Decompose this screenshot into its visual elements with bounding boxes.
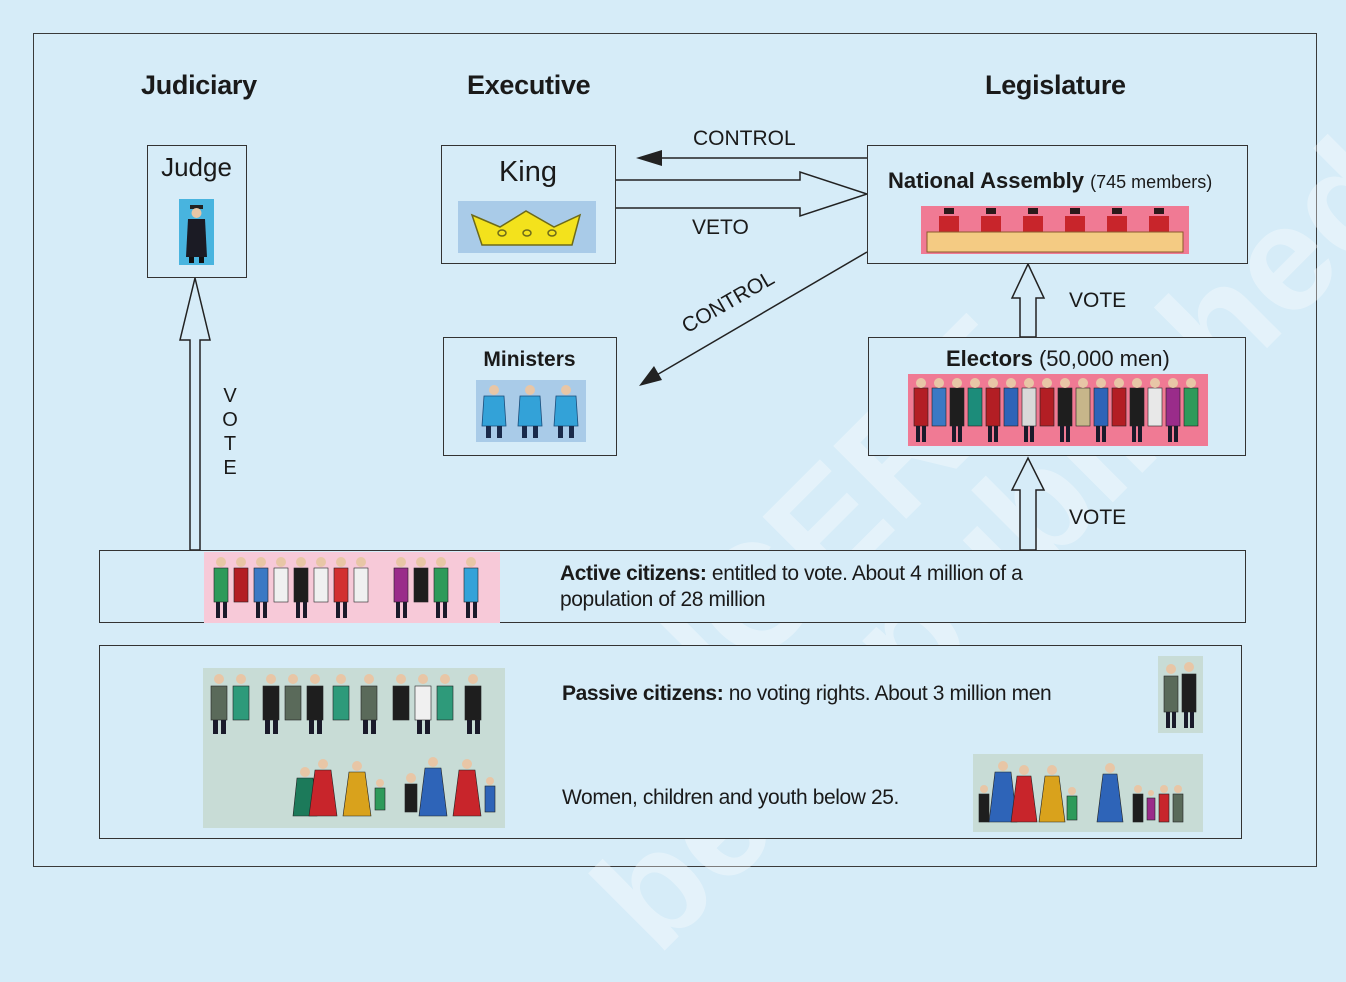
judge-figure [179, 199, 214, 265]
veto-label: VETO [692, 216, 749, 239]
connector-layer [179, 150, 1046, 551]
diagram-frame [33, 33, 1317, 867]
assembly-members [939, 216, 1169, 234]
vote-label-assembly: VOTE [1069, 289, 1127, 312]
heading-judiciary: Judiciary [141, 70, 257, 100]
vote-label-electors: VOTE [1069, 506, 1127, 529]
passive-men-figures [203, 668, 505, 828]
assembly-figures [921, 206, 1189, 254]
passive-men-figures-small [1158, 656, 1203, 733]
vote-assembly-arrow [1010, 262, 1046, 338]
control-label-top: CONTROL [693, 127, 796, 150]
electors-figures [908, 374, 1208, 446]
heading-legislature: Legislature [985, 70, 1126, 100]
women-children-text: Women, children and youth below 25. [562, 786, 899, 809]
passive-citizens-box: Passive citizens: no voting rights. Abou… [99, 645, 1242, 839]
passive-citizens-text: Passive citizens: no voting rights. Abou… [562, 682, 1052, 706]
assembly-title: National Assembly (745 members) [888, 168, 1212, 194]
vote-judge-arrow [179, 277, 211, 551]
control-diag-arrowhead [639, 366, 662, 386]
active-citizens-line2: population of 28 million [560, 588, 766, 611]
assembly-note: (745 members) [1090, 172, 1213, 192]
vote-letter: E [223, 457, 237, 479]
vote-letter: T [223, 433, 237, 455]
heading-executive: Executive [467, 70, 591, 100]
women-children-figures [973, 754, 1203, 832]
king-box: King [441, 145, 616, 264]
ministers-figures [476, 380, 586, 442]
control-arrowhead [636, 150, 662, 166]
control-diag-line [654, 251, 868, 377]
passive-citizens-desc: no voting rights. About 3 million men [723, 682, 1052, 705]
crown-icon [458, 201, 596, 253]
electors-title: Electors (50,000 men) [946, 346, 1170, 372]
passive-citizens-title: Passive citizens: [562, 682, 724, 705]
vote-letter: O [222, 409, 238, 431]
vote-letter: V [223, 385, 237, 407]
judge-label: Judge [161, 152, 232, 182]
vote-label-judge: V O T E [220, 384, 240, 480]
electors-name: Electors [946, 346, 1033, 371]
active-citizens-line1: entitled to vote. About 4 million of a [706, 562, 1023, 585]
ministers-label: Ministers [483, 348, 576, 371]
vote-electors-arrow [1010, 456, 1046, 551]
electors-note: (50,000 men) [1038, 346, 1170, 371]
ministers-box: Ministers [443, 337, 617, 456]
electors-box: Electors (50,000 men) [868, 337, 1246, 456]
active-citizens-title: Active citizens: [560, 562, 707, 585]
judge-box: Judge [147, 145, 247, 278]
national-assembly-box: National Assembly (745 members) [867, 145, 1248, 264]
assembly-name: National Assembly [888, 168, 1085, 193]
active-citizens-figures [204, 552, 500, 623]
active-citizens-text: Active citizens: entitled to vote. About… [560, 561, 1023, 613]
king-label: King [498, 156, 558, 188]
active-citizens-box: Active citizens: entitled to vote. About… [99, 550, 1246, 623]
veto-arrow [614, 170, 870, 218]
